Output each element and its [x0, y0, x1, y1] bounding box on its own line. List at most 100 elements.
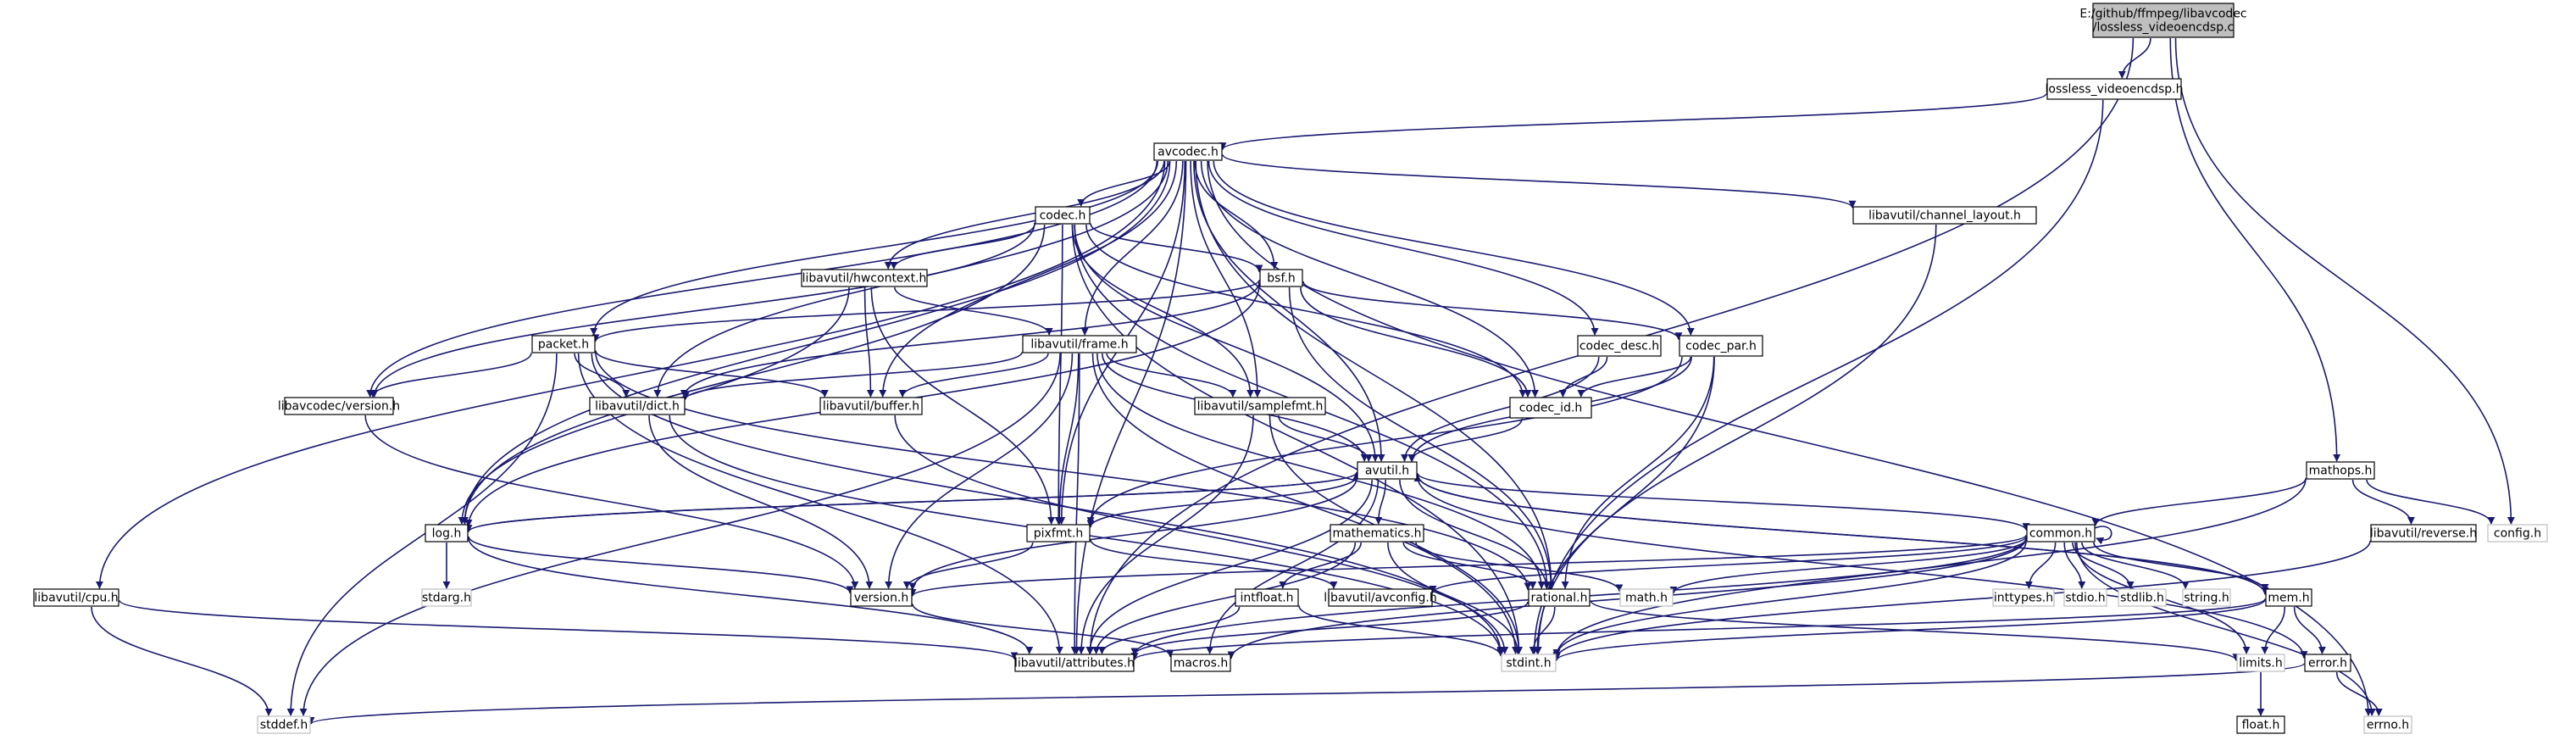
edge-frame-to-dict: [681, 352, 1023, 400]
node-buffer[interactable]: libavutil/buffer.h: [819, 397, 923, 415]
node-rational[interactable]: rational.h: [1528, 588, 1591, 607]
edge-frame-to-buffer: [898, 353, 1049, 398]
node-version[interactable]: version.h: [850, 588, 913, 607]
node-stddef[interactable]: stddef.h: [257, 715, 311, 734]
node-codecdesc[interactable]: codec_desc.h: [1577, 335, 1662, 357]
node-packet[interactable]: packet.h: [531, 335, 596, 353]
node-inttypes[interactable]: inttypes.h: [1992, 588, 2055, 607]
edge-avcodec-to-codecdesc: [1208, 160, 1599, 336]
node-stdint[interactable]: stdint.h: [1501, 654, 1557, 672]
edge-rational-to-stdint: [1529, 606, 1556, 654]
node-box-rational: [1528, 588, 1591, 607]
node-label-hwctx: libavutil/hwcontext.h: [802, 272, 927, 286]
edge-avcodec-to-codecpar: [1213, 160, 1695, 336]
node-box-math: [1619, 588, 1674, 607]
node-box-buffer: [819, 397, 923, 415]
node-box-errno: [2363, 715, 2412, 734]
node-stdarg[interactable]: stdarg.h: [421, 588, 472, 607]
edge-mathematics-to-intfloat: [1279, 542, 1362, 589]
node-avcodec[interactable]: avcodec.h: [1153, 142, 1223, 161]
edge-root-to-lvh: [2118, 37, 2151, 79]
node-box-attributes: [1014, 654, 1135, 672]
edge-codec-to-log: [460, 224, 1046, 525]
node-label-pixfmt: pixfmt.h: [1034, 527, 1083, 541]
node-label-string: string.h: [2184, 592, 2229, 605]
node-box-avutil: [1357, 461, 1418, 480]
node-float[interactable]: float.h: [2236, 715, 2285, 734]
node-cpu[interactable]: libavutil/cpu.h: [33, 588, 119, 607]
node-label-frame: libavutil/frame.h: [1030, 338, 1128, 352]
node-dict[interactable]: libavutil/dict.h: [589, 397, 686, 415]
edge-layer: [91, 37, 2515, 725]
node-string[interactable]: string.h: [2182, 588, 2231, 607]
node-config[interactable]: config.h: [2487, 524, 2548, 542]
edge-pixfmt-to-avconfig: [1090, 539, 1338, 589]
node-mathematics[interactable]: mathematics.h: [1330, 524, 1424, 542]
node-mathops[interactable]: mathops.h: [2306, 461, 2375, 480]
node-codec[interactable]: codec.h: [1035, 206, 1091, 225]
node-attributes[interactable]: libavutil/attributes.h: [1014, 654, 1135, 672]
edge-samplefmt-to-attributes: [1077, 415, 1254, 654]
node-stdlib[interactable]: stdlib.h: [2118, 588, 2167, 607]
edge-rational-to-attributes: [1130, 601, 1529, 656]
edge-codecdesc-to-avutil: [1401, 356, 1600, 462]
node-stdio[interactable]: stdio.h: [2063, 588, 2107, 607]
node-label-cpu: libavutil/cpu.h: [34, 592, 118, 605]
edge-codec-to-lavcver: [370, 222, 1035, 398]
node-codecpar[interactable]: codec_par.h: [1679, 335, 1763, 357]
edge-avcodec-to-codec: [1077, 160, 1171, 207]
node-root[interactable]: E:/github/ffmpeg/libavcodec/lossless_vid…: [2079, 3, 2247, 38]
node-limits[interactable]: limits.h: [2236, 654, 2285, 672]
edge-mathematics-to-attributes: [1092, 542, 1357, 654]
node-label-bsf: bsf.h: [1267, 272, 1295, 286]
edge-lavcver-to-version: [364, 415, 859, 589]
node-bsf[interactable]: bsf.h: [1259, 269, 1303, 287]
node-avutil[interactable]: avutil.h: [1357, 461, 1418, 480]
node-lvh[interactable]: lossless_videoencdsp.h: [2046, 78, 2184, 100]
edge-codecdesc-to-codecid: [1558, 356, 1608, 398]
node-box-samplefmt: [1194, 397, 1326, 415]
node-label-common: common.h: [2029, 527, 2092, 541]
edge-buffer-to-stdint: [894, 415, 1509, 654]
node-label-reverse: libavutil/reverse.h: [2370, 527, 2477, 541]
edge-samplefmt-to-avutil: [1277, 415, 1373, 462]
edge-avcodec-to-bsf: [1194, 160, 1279, 270]
node-label-math: math.h: [1625, 592, 1668, 605]
node-label-codecid: codec_id.h: [1519, 402, 1583, 415]
node-reverse[interactable]: libavutil/reverse.h: [2370, 524, 2477, 542]
node-lavcver[interactable]: libavcodec/version.h: [278, 397, 400, 415]
edge-pixfmt-to-version: [902, 542, 1034, 589]
node-hwctx[interactable]: libavutil/hwcontext.h: [801, 269, 928, 287]
node-box-stddef: [257, 715, 311, 734]
node-chlayout[interactable]: libavutil/channel_layout.h: [1852, 206, 2037, 225]
node-log[interactable]: log.h: [425, 524, 469, 542]
node-avconfig[interactable]: libavutil/avconfig.h: [1324, 588, 1437, 607]
node-mem[interactable]: mem.h: [2265, 588, 2312, 607]
node-intfloat[interactable]: intfloat.h: [1235, 588, 1299, 607]
node-box-pixfmt: [1026, 524, 1091, 542]
node-codecid[interactable]: codec_id.h: [1509, 397, 1592, 419]
node-label-codec: codec.h: [1040, 209, 1086, 223]
edge-frame-to-stddef: [299, 353, 1061, 716]
edge-mem-to-limits: [2261, 606, 2286, 654]
edge-codecpar-to-codecid: [1577, 356, 1692, 398]
edge-avcodec-to-packet: [590, 160, 1159, 336]
node-errno[interactable]: errno.h: [2363, 715, 2412, 734]
node-box-log: [425, 524, 469, 542]
edge-root-to-mathops: [2169, 37, 2341, 462]
edge-mem-to-stdint: [1552, 599, 2266, 662]
node-samplefmt[interactable]: libavutil/samplefmt.h: [1194, 397, 1326, 415]
node-box-codecpar: [1679, 335, 1763, 357]
node-label-rational: rational.h: [1531, 592, 1588, 605]
edge-frame-to-samplefmt: [1106, 353, 1237, 398]
node-pixfmt[interactable]: pixfmt.h: [1026, 524, 1091, 542]
node-error[interactable]: error.h: [2304, 654, 2351, 672]
node-common[interactable]: common.h: [2026, 524, 2096, 542]
node-box-common: [2026, 524, 2096, 542]
node-frame[interactable]: libavutil/frame.h: [1022, 335, 1137, 353]
edge-mem-to-avutil: [1413, 474, 2266, 595]
node-label-limits: limits.h: [2239, 657, 2282, 670]
node-macros[interactable]: macros.h: [1170, 654, 1231, 672]
node-math[interactable]: math.h: [1619, 588, 1674, 607]
edge-bsf-to-codecid: [1300, 287, 1532, 398]
